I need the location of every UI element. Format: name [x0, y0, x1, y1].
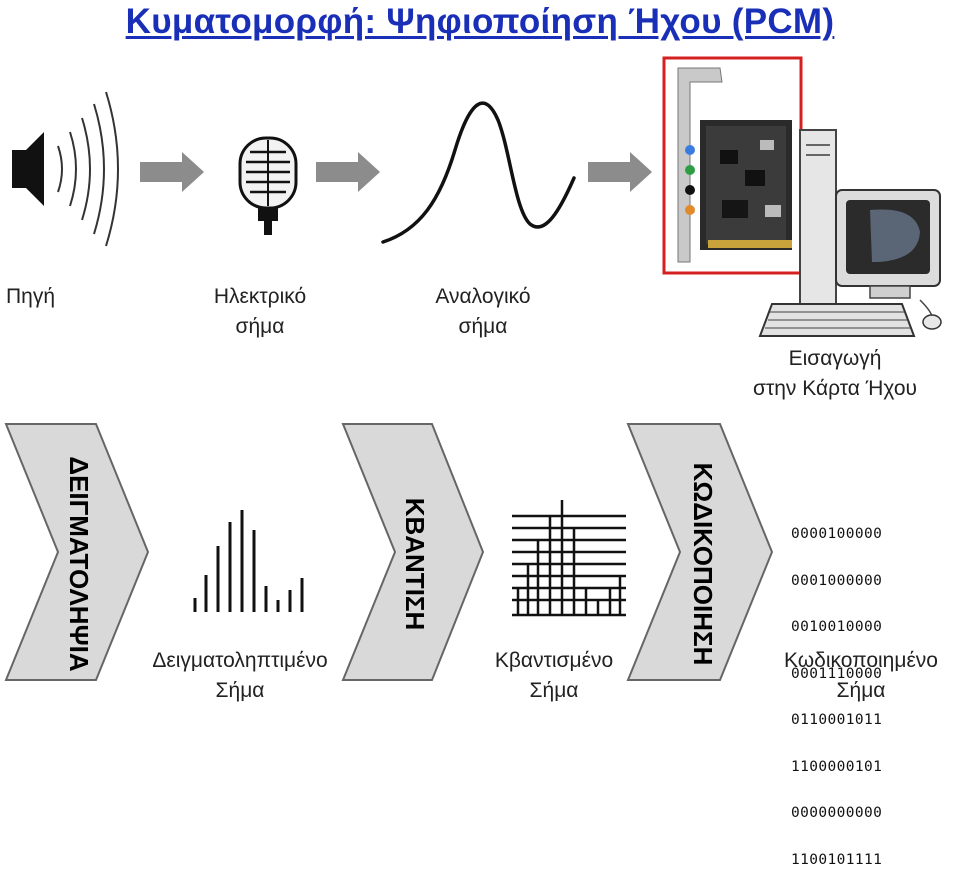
label-electric-line1: Ηλεκτρικό — [213, 285, 307, 308]
label-quantized-signal: Κβαντισμένο Σήμα — [472, 646, 636, 706]
diagram-canvas: ΔΕΙΓΜΑΤΟΛΗΨΙΑ ΚΒΑΝΤΙΣΗ ΚΩΔΙΚΟΠΟΙΗΣΗ — [4, 56, 942, 681]
label-sampled-signal: Δειγματοληπτιμένο Σήμα — [126, 646, 354, 706]
label-input-line2: στην Κάρτα Ήχου — [752, 377, 917, 400]
binary-row: 0001110000 — [791, 665, 883, 682]
binary-row: 1100000101 — [791, 758, 883, 775]
label-encoded-signal: Κωδικοποιημένο Σήμα — [766, 646, 956, 706]
binary-row: 1100101111 — [791, 851, 883, 868]
label-encoded-line2: Σήμα — [836, 679, 886, 702]
binary-row: 0000000000 — [791, 805, 883, 821]
label-sampled-line2: Σήμα — [215, 679, 265, 702]
label-soundcard-input: Εισαγωγή στην Κάρτα Ήχου — [720, 344, 950, 404]
arrow-icon-1 — [140, 152, 204, 192]
arrow-icon-3 — [588, 152, 652, 192]
label-sampled-line1: Δειγματοληπτιμένο — [152, 649, 328, 672]
step-quantization-label: ΚΒΑΝΤΙΣΗ — [400, 498, 430, 631]
label-electric-line2: σήμα — [235, 315, 285, 338]
computer-icon — [758, 129, 942, 337]
step-sampling-label: ΔΕΙΓΜΑΤΟΛΗΨΙΑ — [64, 456, 94, 671]
chevron-sampling — [4, 423, 150, 681]
binary-row: 0001000000 — [791, 572, 883, 589]
label-encoded-line1: Κωδικοποιημένο — [784, 649, 938, 672]
binary-row: 0010010000 — [791, 619, 883, 635]
chevron-quantization — [341, 423, 485, 681]
label-input-line1: Εισαγωγή — [788, 347, 882, 370]
chevron-encoding — [626, 423, 774, 681]
label-electric-signal: Ηλεκτρικό σήμα — [190, 282, 330, 342]
arrow-icon-2 — [316, 152, 380, 192]
label-quantized-line2: Σήμα — [529, 679, 579, 702]
step-encoding-label: ΚΩΔΙΚΟΠΟΙΗΣΗ — [688, 463, 718, 666]
binary-row: 0000100000 — [791, 526, 883, 542]
quantized-signal-icon — [512, 500, 626, 617]
sampled-signal-icon — [193, 510, 304, 612]
label-source: Πηγή — [6, 285, 56, 308]
sound-card-icon — [662, 56, 803, 275]
microphone-icon — [238, 136, 298, 235]
label-analog-signal: Αναλογικό σήμα — [408, 282, 558, 342]
label-quantized-line1: Κβαντισμένο — [494, 649, 614, 672]
binary-row: 0110001011 — [791, 712, 883, 728]
page-title: Κυματομορφή: Ψηφιοποίηση Ήχου (PCM) — [125, 2, 835, 41]
analog-wave-icon — [381, 101, 576, 244]
speaker-icon — [12, 91, 119, 247]
label-analog-line2: σήμα — [458, 315, 508, 338]
label-analog-line1: Αναλογικό — [435, 285, 531, 308]
